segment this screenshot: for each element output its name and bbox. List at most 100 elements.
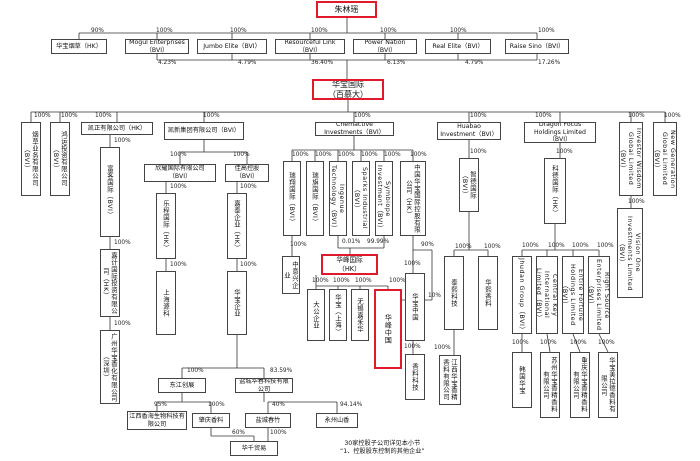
pct: 100% xyxy=(290,242,307,248)
sub-box: New Generation Global Limited（BVI） xyxy=(653,122,677,196)
sub-box: 韩国华宝 xyxy=(512,352,532,408)
pct: 94.14% xyxy=(340,402,363,408)
sub-box: 凯新集团有限公司（BVI） xyxy=(164,122,244,140)
sub-box: 凯正有限公司（HK） xyxy=(81,122,153,135)
pct: 6.13% xyxy=(387,60,406,66)
sub-box: 乐程国际（HK） xyxy=(156,193,176,259)
pct: 4.79% xyxy=(238,60,257,66)
sub-box: 欣耀国际有限公司（BVI） xyxy=(144,164,216,182)
footer-note-line1: 30家控股子公司详见本小节 xyxy=(344,440,421,447)
hq-name: 华宝国际 xyxy=(332,79,364,89)
pct: 100% xyxy=(292,152,309,158)
sub-box: Entire Fortune Holdings Limited（BVI） xyxy=(562,256,584,334)
pct: 100% xyxy=(187,368,204,374)
sub-box: 广州华宝香化有限公司（深圳） xyxy=(100,330,120,404)
pct: 40% xyxy=(272,402,285,408)
shareholder-box: Power Nation（BVI） xyxy=(353,39,417,54)
controller-box: 朱林瑶 xyxy=(316,1,377,18)
pct: 100% xyxy=(470,149,487,155)
pct: 100% xyxy=(333,278,350,284)
connector-line xyxy=(546,333,551,353)
pct: 100% xyxy=(170,184,187,190)
sub-box: 江西香海生物科技有限公司 xyxy=(127,411,187,430)
sub-box: 盐城华春科技有限公司 xyxy=(235,378,293,393)
hf-box: 华峰国际 （HK） xyxy=(321,254,378,275)
sub-box: 江西华宝香精香料有限公司 xyxy=(439,355,461,405)
pct: 100% xyxy=(355,278,372,284)
pct: 100% xyxy=(410,152,427,158)
shareholder-box: 华宝烟草（HK） xyxy=(51,39,107,54)
pct: 100% xyxy=(470,113,487,119)
pct: 100% xyxy=(230,28,247,34)
pct: 100% xyxy=(61,113,78,119)
pct: 100% xyxy=(572,243,589,249)
sub-box: 中意兴企业 xyxy=(282,256,300,294)
hq-box: 华宝国际 （百慕大） xyxy=(312,79,384,100)
pct: 36.40% xyxy=(311,60,334,66)
footer-note: 30家控股子公司详见本小节 “1、控股股东控制的其他企业” xyxy=(340,440,425,456)
pct: 100% xyxy=(240,184,257,190)
sub-box: 华宝中国 xyxy=(405,273,425,341)
sub-box: 瑞翔国际（BVI） xyxy=(283,161,301,236)
pct: 100% xyxy=(628,113,645,119)
pct: 100% xyxy=(535,113,552,119)
pct: 100% xyxy=(384,152,401,158)
sub-box: Right Source Enterprises Limited（BVI） xyxy=(588,256,610,334)
pct: 100% xyxy=(361,152,378,158)
pct: 100% xyxy=(434,345,451,351)
shareholder-box: Real Elite（BVI） xyxy=(425,39,491,54)
sub-box: 嘉泰企业（HK） xyxy=(227,193,247,259)
pct: 100% xyxy=(404,261,421,267)
pct: 4.23% xyxy=(158,60,177,66)
sub-box: Huabao Investment（BVI） xyxy=(437,122,501,140)
pct: 100% xyxy=(556,149,573,155)
sub-box: Symbiope Investment（BVI） xyxy=(375,161,393,236)
pct: 17.26% xyxy=(538,60,561,66)
sub-box: 佳高控股（BVI） xyxy=(225,164,269,182)
pct: 100% xyxy=(548,243,565,249)
pct: 100% xyxy=(455,244,472,250)
sub-box: 华宝企业 xyxy=(227,271,247,335)
shareholder-box: Mogul Enterprises（BVI） xyxy=(125,39,189,54)
sub-box: 香料科技 xyxy=(405,354,425,400)
hq-sub: （百慕大） xyxy=(328,89,368,99)
sub-box: 智德国际（BVI） xyxy=(459,158,479,212)
sub-box: Dragon Focus Holdings Limited（BVI） xyxy=(524,122,596,143)
pct: 100% xyxy=(628,199,645,205)
pct: 100% xyxy=(170,152,187,158)
connector-line xyxy=(598,333,609,353)
pct: 100% xyxy=(203,113,220,119)
pct: 100% xyxy=(380,28,397,34)
sub-box: Investor Wisdom Global Limited（BVI） xyxy=(619,122,643,196)
sub-box: Central Key International Limited（BVI） xyxy=(536,256,558,334)
pct: 100% xyxy=(233,152,250,158)
sub-box: 大公企业 xyxy=(307,289,325,341)
pct: 100% xyxy=(484,244,501,250)
sub-box: 重庆华宝香精香料有限公司 xyxy=(570,352,590,418)
pct: 90% xyxy=(91,28,104,34)
pct: 100% xyxy=(270,430,287,436)
pct: 100% xyxy=(570,340,587,346)
sub-box: 中国华宝国际控股有限公司（HK） xyxy=(400,161,426,236)
sub-box: Sparks Industrial（BVI） xyxy=(352,161,370,236)
pct: 100% xyxy=(311,28,328,34)
pct: 100% xyxy=(538,28,555,34)
pct: 100% xyxy=(208,402,225,408)
sub-box: 永州山香 xyxy=(316,413,358,428)
sub-box: 科德国际（HK） xyxy=(544,158,566,224)
pct: 100% xyxy=(95,113,112,119)
sub-box: 无锡嘉禾华 xyxy=(351,289,369,341)
pct: 100% xyxy=(389,278,406,284)
pct: 95% xyxy=(154,402,167,408)
pct: 100% xyxy=(598,340,615,346)
sub-box: 华千贸易 xyxy=(230,441,278,456)
pct: 100% xyxy=(338,152,355,158)
sub-box: Vision One Investments Limited（BVI） xyxy=(617,208,643,298)
sub-box: 瑞旗国际（BVI） xyxy=(306,161,324,236)
pct: 100% xyxy=(240,262,257,268)
sub-box: 华宝美拉德香料有限公司 xyxy=(598,352,618,418)
pct: 100% xyxy=(354,113,371,119)
pct: 100% xyxy=(404,344,421,350)
